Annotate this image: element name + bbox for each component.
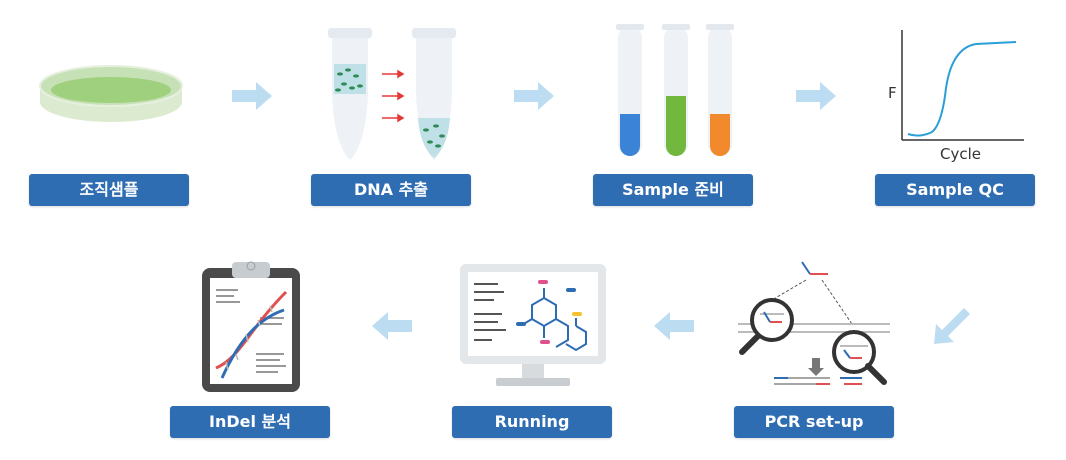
extraction-tubes-icon [328, 28, 456, 160]
magnifier-dna-icon [738, 261, 890, 385]
step-label-sample-qc: Sample QC [875, 174, 1035, 206]
petri-dish-icon [39, 65, 183, 122]
monitor-molecule-icon [460, 264, 606, 386]
arrow-down-left-icon [934, 308, 970, 344]
step-label-running: Running [452, 406, 612, 438]
step-label-indel-analysis: InDel 분석 [170, 406, 330, 438]
arrow-right-icon [796, 82, 836, 110]
sample-tubes-icon [616, 24, 734, 156]
step-label-tissue-sample: 조직샘플 [29, 174, 189, 206]
arrow-left-icon [372, 312, 412, 340]
clipboard-dna-icon [202, 261, 300, 392]
qc-x-axis-label: Cycle [940, 145, 981, 163]
step-label-sample-prep: Sample 준비 [593, 174, 753, 206]
qc-curve-icon: F Cycle [888, 30, 1024, 163]
step-label-pcr-setup: PCR set-up [734, 406, 894, 438]
step-label-dna-extraction: DNA 추출 [311, 174, 471, 206]
arrow-left-icon [654, 312, 694, 340]
arrow-right-icon [232, 82, 272, 110]
arrow-right-icon [514, 82, 554, 110]
qc-y-axis-label: F [888, 84, 897, 102]
